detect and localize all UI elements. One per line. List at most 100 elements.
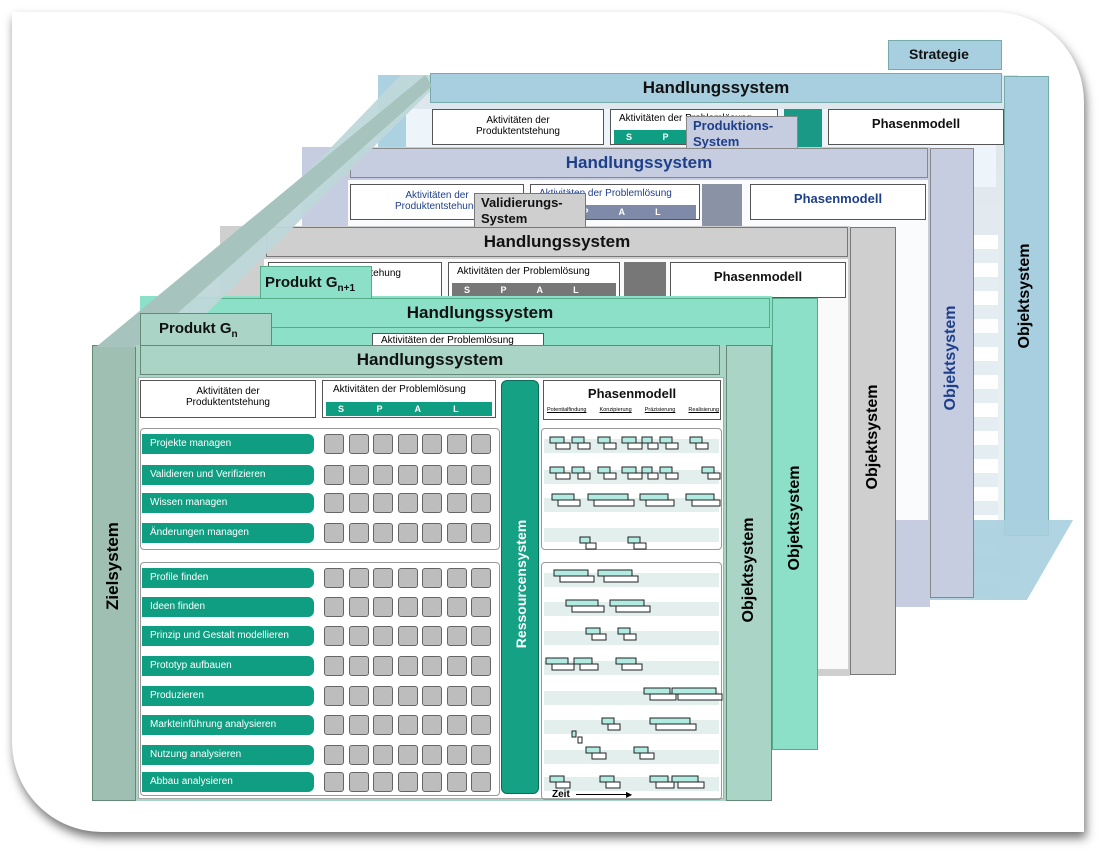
spalten-cell: [397, 745, 418, 765]
gantt-bar: [587, 493, 629, 501]
spalten-cell: [471, 745, 491, 765]
activity-row-label: Projekte managen: [142, 434, 314, 454]
spalten-cell: [446, 597, 467, 617]
strategie-label: Strategie: [909, 46, 969, 62]
spalten-cell: [471, 523, 491, 543]
gantt-bar: [579, 663, 599, 671]
gantt-bar: [655, 781, 675, 789]
produktion-objekt-panel: Objektsystem: [930, 148, 974, 598]
gantt-bar: [577, 442, 591, 450]
gantt-bar: [579, 536, 591, 544]
spalten-cell: [397, 434, 418, 454]
gantt-bar: [677, 693, 723, 701]
spalten-cell: [373, 434, 393, 454]
spalten-cell: [324, 715, 344, 735]
spalten-cell: [348, 568, 369, 588]
spalten-cell: [324, 597, 344, 617]
gantt-bar: [571, 605, 605, 613]
spalten-cell: [373, 523, 393, 543]
spalten-cell: [446, 465, 467, 485]
spalten-cell: [324, 626, 344, 646]
spalten-cell: [446, 523, 467, 543]
gantt-bar: [649, 717, 691, 725]
gantt-bar: [597, 569, 633, 577]
gantt-bar: [597, 436, 611, 444]
spalten-cell: [471, 465, 491, 485]
spalten-cell: [348, 656, 369, 676]
gantt-bar: [605, 781, 621, 789]
spalten-cell: [373, 715, 393, 735]
gantt-bar: [623, 633, 637, 641]
gantt-bar: [641, 436, 653, 444]
spalten-cell: [348, 465, 369, 485]
produktion-ressourcen-block: [702, 184, 742, 230]
gantt-bar: [585, 746, 601, 754]
produktion-phasenmodell-title: Phasenmodell: [793, 191, 883, 206]
spalten-cell: [324, 745, 344, 765]
activity-row-label: Prinzip und Gestalt modellieren: [142, 626, 314, 646]
zeit-axis: Zeit ▶: [552, 784, 632, 800]
spalten-cell: [324, 465, 344, 485]
spalten-cell: [324, 493, 344, 513]
zielsystem-side: Zielsystem: [92, 345, 136, 801]
gn-sub: n: [231, 329, 238, 340]
gantt-bar: [639, 493, 669, 501]
spalten-cell: [471, 493, 491, 513]
gantt-bar: [627, 472, 643, 480]
gn-phasen-list: Potentialfindung Konzipierung Präzisieru…: [547, 407, 719, 413]
validierung-objekt-panel: Objektsystem: [850, 227, 896, 675]
gn-header-title: Handlungssystem: [356, 350, 504, 369]
spalten-cell: [471, 715, 491, 735]
spalten-cell: [373, 597, 393, 617]
spalten-cell: [348, 626, 369, 646]
gantt-bar: [591, 752, 607, 760]
gantt-bar: [655, 723, 697, 731]
activity-row-label: Validieren und Verifizieren: [142, 465, 314, 485]
spalten-cell: [324, 656, 344, 676]
gantt-bar: [641, 466, 653, 474]
spalten-cell: [446, 715, 467, 735]
spalten-cell: [324, 523, 344, 543]
phase-label: Potentialfindung: [547, 407, 587, 413]
spalten-cell: [397, 715, 418, 735]
gantt-bar: [645, 499, 675, 507]
gantt-bar: [555, 472, 571, 480]
validierung-act-problem: Aktivitäten der Problemlösung S P A L T …: [448, 262, 620, 309]
gantt-bar: [573, 657, 593, 665]
spalten-cell: [446, 434, 467, 454]
spalten-cell: [471, 597, 491, 617]
spalten-cell: [446, 493, 467, 513]
gantt-bar: [551, 663, 575, 671]
gn-act-problem-text: Aktivitäten der Problemlösung: [333, 384, 466, 395]
spalten-cell: [471, 568, 491, 588]
gantt-bar: [701, 466, 715, 474]
strategie-header-title: Handlungssystem: [642, 78, 790, 97]
spalten-cell: [471, 656, 491, 676]
spalten-cell: [373, 626, 393, 646]
validierung-act-problem-text: Aktivitäten der Problemlösung: [457, 266, 590, 277]
gantt-bar: [659, 466, 673, 474]
validierung-phasenmodell-title: Phasenmodell: [713, 269, 803, 284]
spalten-cell: [373, 686, 393, 706]
gantt-bar: [647, 442, 659, 450]
gantt-bar: [571, 730, 577, 738]
spalten-cell: [373, 656, 393, 676]
spalten-cell: [422, 686, 442, 706]
spalten-cell: [397, 772, 418, 792]
gn1-label: Produkt G: [265, 274, 338, 291]
gantt-bar: [627, 536, 641, 544]
gantt-frame-management: [541, 428, 722, 550]
spalten-cell: [446, 686, 467, 706]
gantt-bar: [643, 687, 671, 695]
spalten-cell: [422, 493, 442, 513]
spalten-cell: [397, 568, 418, 588]
spalten-cell: [422, 745, 442, 765]
gantt-bar: [649, 775, 669, 783]
gn-act-entstehung: Aktivitäten der Produktentstehung: [140, 380, 316, 418]
produktion-act-problem-text: Aktivitäten der Problemlösung: [539, 188, 672, 199]
gantt-bar: [577, 736, 583, 744]
gantt-bar: [671, 775, 699, 783]
group-frame-core: [140, 562, 500, 796]
validierung-label: Validierungs- System: [481, 195, 563, 226]
gantt-bar: [621, 663, 643, 671]
